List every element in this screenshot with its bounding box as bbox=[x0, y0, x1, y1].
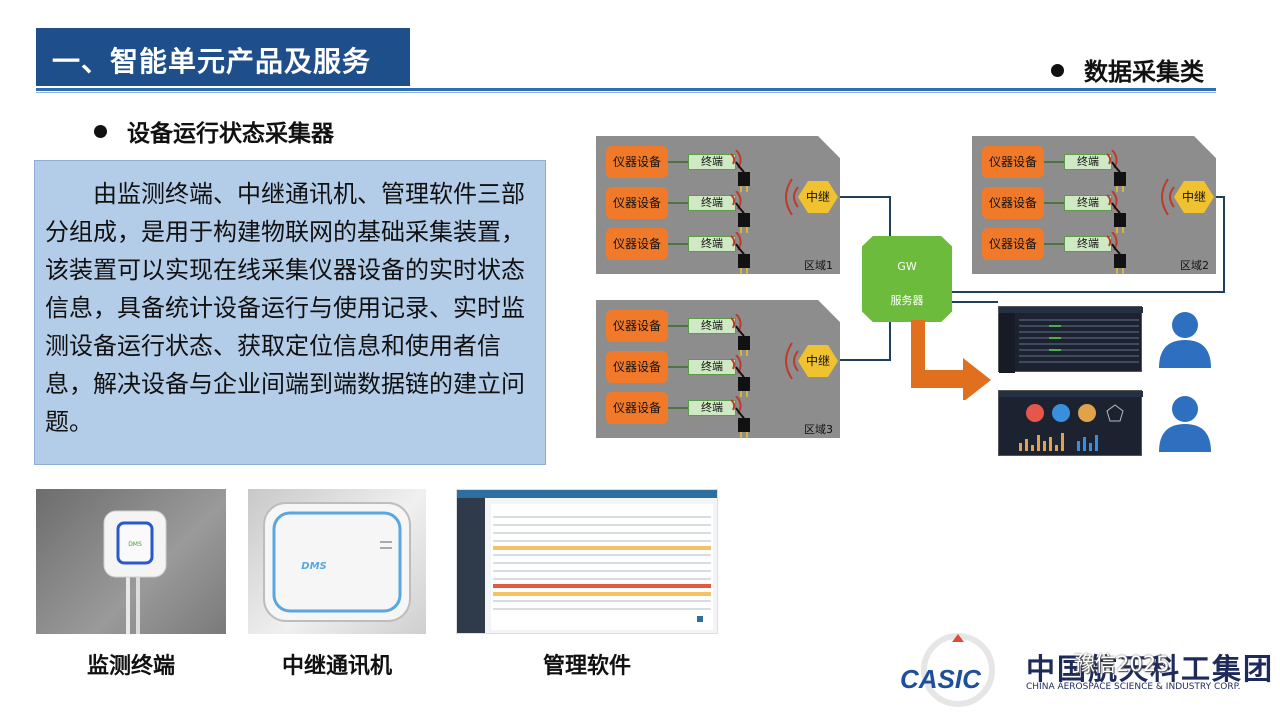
relay-signal-icon bbox=[785, 342, 799, 380]
terminal-caption: 监测终端 bbox=[86, 654, 175, 679]
terminal-node: 终端 bbox=[1064, 236, 1112, 252]
software-screenshot-image bbox=[457, 490, 717, 633]
instrument-node: 仪器设备 bbox=[606, 310, 668, 342]
title-divider-thin bbox=[36, 92, 1216, 93]
bullet-icon bbox=[94, 125, 107, 138]
instrument-node: 仪器设备 bbox=[606, 351, 668, 383]
terminal-plug-icon bbox=[1044, 150, 1126, 192]
server-line-1: GW bbox=[897, 260, 917, 273]
description-box: 由监测终端、中继通讯机、管理软件三部分组成，是用于构建物联网的基础采集装置，该装… bbox=[34, 160, 546, 465]
instrument-node: 仪器设备 bbox=[606, 146, 668, 178]
instrument-node: 仪器设备 bbox=[606, 187, 668, 219]
terminal-node: 终端 bbox=[688, 318, 736, 334]
terminal-plug-icon bbox=[668, 314, 750, 356]
page-title: 一、智能单元产品及服务 bbox=[52, 45, 372, 78]
instrument-node: 仪器设备 bbox=[982, 146, 1044, 178]
terminal-device-label: DMS bbox=[128, 541, 142, 548]
relay-node: 中继 bbox=[798, 345, 838, 377]
software-caption: 管理软件 bbox=[542, 654, 631, 679]
section-subtitle: 设备运行状态采集器 bbox=[94, 114, 334, 148]
category-label: 数据采集类 bbox=[1084, 58, 1204, 86]
relay-photo: DMS bbox=[248, 489, 426, 634]
terminal-device-image: DMS bbox=[103, 510, 167, 634]
server-line-2: 服务器 bbox=[890, 294, 924, 307]
dashboard-screen-1 bbox=[998, 306, 1143, 373]
software-photo bbox=[456, 489, 718, 634]
category-heading: 数据采集类 bbox=[1051, 52, 1204, 87]
terminal-plug-icon bbox=[668, 232, 750, 274]
subtitle-text: 设备运行状态采集器 bbox=[127, 121, 334, 147]
zone-1-label: 区域1 bbox=[804, 259, 833, 272]
instrument-node: 仪器设备 bbox=[606, 228, 668, 260]
terminal-node: 终端 bbox=[1064, 195, 1112, 211]
relay-signal-icon bbox=[785, 178, 799, 216]
instrument-node: 仪器设备 bbox=[606, 392, 668, 424]
gw-server-node: GW 服务器 bbox=[862, 236, 952, 322]
relay-device-label: DMS bbox=[301, 561, 326, 572]
description-text: 由监测终端、中继通讯机、管理软件三部分组成，是用于构建物联网的基础采集装置，该装… bbox=[45, 180, 525, 436]
terminal-photo: DMS bbox=[36, 489, 226, 634]
bullet-icon bbox=[1051, 64, 1064, 77]
company-name-en: CHINA AEROSPACE SCIENCE & INDUSTRY CORP. bbox=[1026, 682, 1241, 692]
user-icon bbox=[1159, 312, 1211, 368]
dashboard-charts-image bbox=[999, 391, 1143, 451]
dashboard-table-image bbox=[999, 307, 1143, 373]
casic-brand: CASIC bbox=[900, 664, 981, 694]
instrument-node: 仪器设备 bbox=[982, 228, 1044, 260]
zone-3-label: 区域3 bbox=[804, 423, 833, 436]
instrument-node: 仪器设备 bbox=[982, 187, 1044, 219]
relay-caption: 中继通讯机 bbox=[281, 654, 392, 679]
terminal-node: 终端 bbox=[688, 359, 736, 375]
casic-logo: CASIC 中国航天科工集团 CHINA AEROSPACE SCIENCE &… bbox=[898, 630, 1272, 710]
terminal-plug-icon bbox=[668, 396, 750, 438]
title-bar: 一、智能单元产品及服务 bbox=[36, 28, 410, 86]
watermark-text: 豫信2025 bbox=[1074, 652, 1170, 676]
relay-signal-icon bbox=[1161, 178, 1175, 216]
terminal-node: 终端 bbox=[688, 236, 736, 252]
casic-emblem-icon bbox=[921, 633, 995, 707]
user-icon bbox=[1159, 396, 1211, 452]
terminal-plug-icon bbox=[1044, 191, 1126, 233]
terminal-plug-icon bbox=[668, 150, 750, 192]
terminal-node: 终端 bbox=[1064, 154, 1112, 170]
dashboard-screen-2 bbox=[998, 390, 1143, 456]
relay-node: 中继 bbox=[798, 181, 838, 213]
terminal-node: 终端 bbox=[688, 400, 736, 416]
zone-2-label: 区域2 bbox=[1180, 259, 1209, 272]
title-divider bbox=[36, 88, 1216, 91]
company-name-cn: 中国航天科工集团 bbox=[1026, 652, 1275, 686]
relay-device-image: DMS bbox=[263, 502, 411, 622]
terminal-plug-icon bbox=[668, 355, 750, 397]
terminal-plug-icon bbox=[1044, 232, 1126, 274]
terminal-plug-icon bbox=[668, 191, 750, 233]
terminal-node: 终端 bbox=[688, 154, 736, 170]
terminal-node: 终端 bbox=[688, 195, 736, 211]
data-flow-arrow-icon bbox=[911, 320, 991, 400]
